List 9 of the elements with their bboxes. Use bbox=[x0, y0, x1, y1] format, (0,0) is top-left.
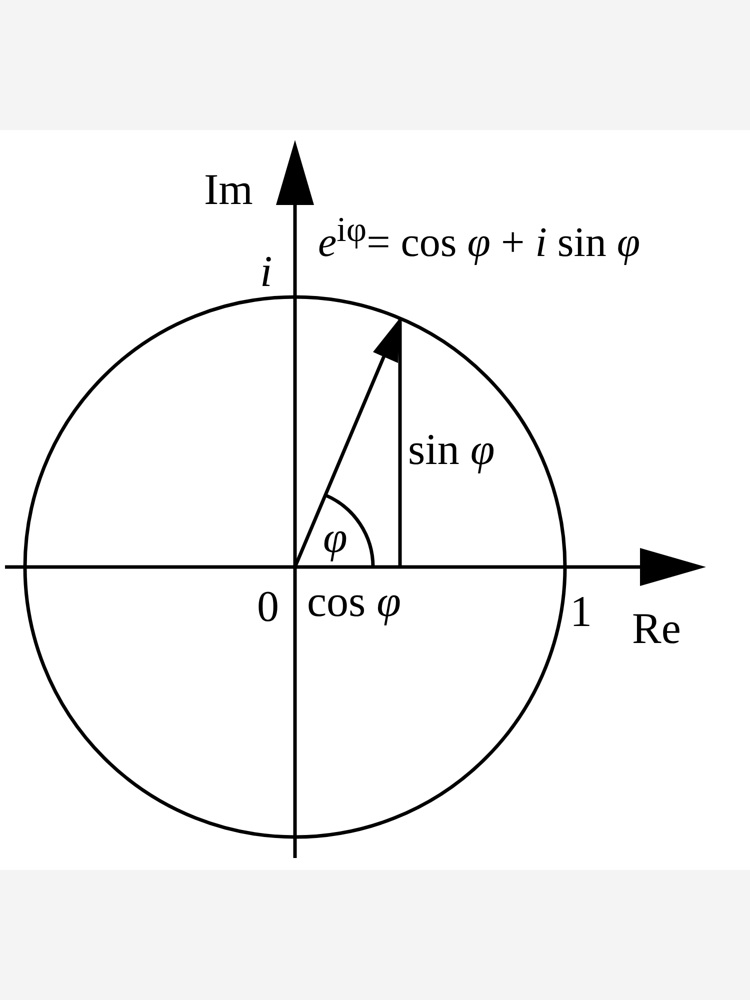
axis-tick-label: 1 bbox=[570, 590, 592, 634]
axis-label: Re bbox=[632, 607, 681, 651]
cosine-label: cos φ bbox=[307, 580, 401, 624]
sine-label: sin φ bbox=[408, 428, 495, 472]
formula: e$^{iφ}$= cos φ + i sin φ bbox=[318, 212, 640, 264]
angle-label: φ bbox=[323, 516, 348, 560]
origin-label: 0 bbox=[257, 585, 279, 629]
axis-tick-label: i bbox=[260, 250, 272, 294]
axis-label: Im bbox=[204, 168, 253, 212]
